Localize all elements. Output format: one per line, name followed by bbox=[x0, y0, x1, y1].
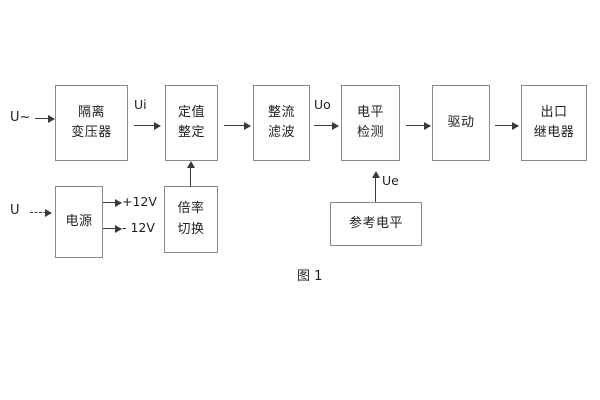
setting-value-line1: 定值 bbox=[177, 104, 205, 120]
block-multiplier-switch: 倍率 切换 bbox=[164, 186, 218, 253]
rail-positive-label: +12V bbox=[122, 194, 157, 209]
block-output-relay: 出口 继电器 bbox=[521, 85, 587, 161]
ac-input-label: U~ bbox=[10, 110, 31, 125]
isolation-transformer-line2: 变压器 bbox=[71, 125, 112, 140]
arrow-multiplier-switch-to-setting-value bbox=[186, 161, 195, 187]
arrow-drive-to-output-relay bbox=[495, 121, 519, 130]
block-rectify-filter: 整流 滤波 bbox=[253, 85, 310, 161]
arrow-rail-negative bbox=[103, 224, 122, 233]
rectify-filter-line2: 滤波 bbox=[267, 125, 295, 140]
arrow-dc-input-to-power-supply bbox=[30, 209, 52, 217]
output-relay-line2: 继电器 bbox=[533, 125, 575, 140]
level-detection-line1: 电平 bbox=[356, 104, 384, 120]
reference-level-line1: 参考电平 bbox=[348, 215, 403, 231]
figure-caption: 图 1 bbox=[297, 269, 323, 284]
level-detection-line2: 检测 bbox=[356, 125, 384, 140]
multiplier-switch-line2: 切换 bbox=[177, 221, 205, 237]
arrow-reference-level-to-level-detection bbox=[371, 171, 380, 202]
block-power-supply: 电源 bbox=[55, 186, 103, 258]
arrow-isolation-transformer-to-setting-value bbox=[134, 121, 161, 130]
arrow-rail-positive bbox=[103, 198, 122, 207]
block-level-detection: 电平 检测 bbox=[341, 85, 400, 161]
arrow-ac-input-to-isolation-transformer bbox=[35, 114, 55, 123]
arrow-setting-value-to-rectify-filter bbox=[224, 121, 251, 130]
drive-line1: 驱动 bbox=[447, 114, 475, 130]
output-relay-line1: 出口 bbox=[540, 104, 568, 120]
signal-label-ui: Ui bbox=[134, 97, 147, 112]
signal-label-uo: Uo bbox=[314, 97, 331, 112]
multiplier-switch-line1: 倍率 bbox=[177, 201, 205, 217]
rectify-filter-line1: 整流 bbox=[267, 104, 295, 120]
arrow-rectify-filter-to-level-detection bbox=[314, 121, 339, 130]
rail-negative-label: - 12V bbox=[122, 220, 155, 235]
dc-input-label: U bbox=[10, 203, 20, 218]
block-isolation-transformer: 隔离 变压器 bbox=[55, 85, 128, 161]
block-setting-value: 定值 整定 bbox=[165, 85, 218, 161]
block-drive: 驱动 bbox=[432, 85, 490, 161]
arrow-level-detection-to-drive bbox=[406, 121, 431, 130]
isolation-transformer-line1: 隔离 bbox=[77, 104, 105, 120]
block-reference-level: 参考电平 bbox=[330, 202, 422, 246]
setting-value-line2: 整定 bbox=[177, 125, 205, 140]
signal-label-ue: Ue bbox=[382, 173, 399, 188]
power-supply-line1: 电源 bbox=[65, 213, 93, 229]
